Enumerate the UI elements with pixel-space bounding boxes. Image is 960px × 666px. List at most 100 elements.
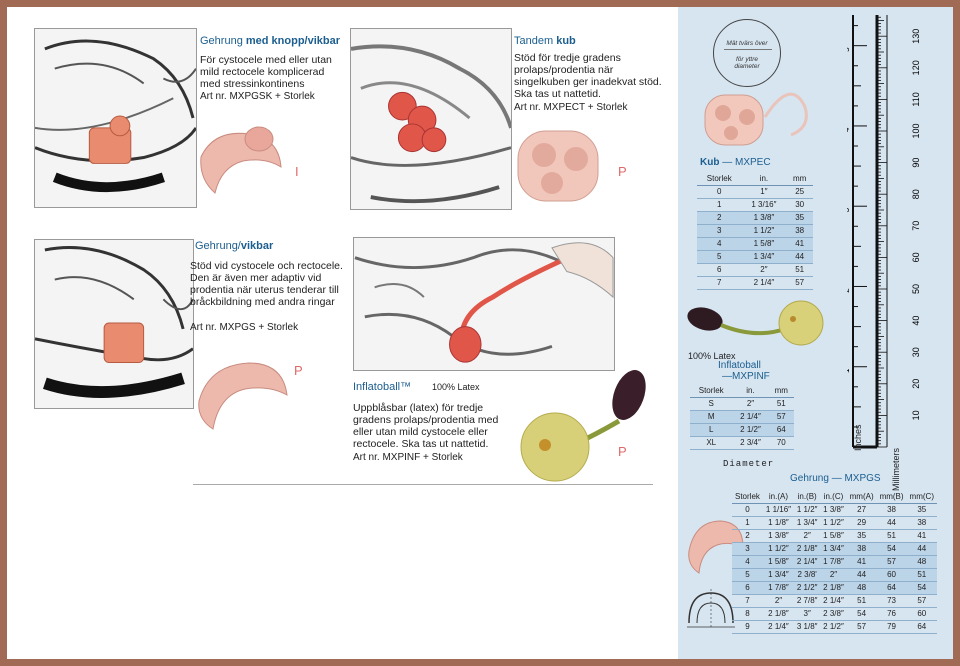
gehrung-vikbar-product-image — [195, 351, 291, 433]
table-cell: 1 3/4″ — [741, 250, 787, 264]
kub-table-title: Kub — MXPEC — [700, 157, 771, 168]
anatomy-illustration-tandem — [350, 28, 512, 210]
gehrung-knopp-article-number: Art nr. MXPGSK + Storlek — [200, 91, 315, 102]
column-header: Storlek — [732, 490, 763, 504]
gehrung-table-title: Gehrung — MXPGS — [790, 473, 881, 484]
mm-tick-label: 70 — [911, 221, 921, 231]
column-header: mm — [786, 172, 813, 186]
table-cell: L — [690, 423, 733, 437]
mm-tick-label: 60 — [911, 252, 921, 262]
table-cell: 1 — [697, 198, 742, 212]
table-cell: 2 1/2″ — [732, 423, 769, 437]
gehrung-small-product-image — [685, 515, 747, 577]
mm-tick-label: 10 — [911, 410, 921, 420]
gehrung-knopp-description: För cystocele med eller utan mild rectoc… — [200, 54, 332, 90]
table-cell: XL — [690, 436, 733, 450]
table-cell: 35 — [846, 529, 877, 543]
gehrung-vikbar-title: Gehrung/vikbar — [195, 240, 273, 252]
table-cell: 27 — [846, 503, 877, 517]
table-cell: 38 — [846, 542, 877, 556]
table-cell: 1 7/8″ — [762, 581, 794, 595]
diameter-label: Diameter — [723, 459, 775, 469]
table-cell: 1 5/8″ — [820, 529, 847, 543]
inflatoball-description: Uppblåsbar (latex) för tredje gradens pr… — [353, 402, 498, 450]
inch-tick-label: 2 — [847, 288, 851, 293]
desc-line: Stöd för tredje gradens — [514, 52, 621, 64]
table-cell: 2 3/8' — [794, 568, 821, 582]
table-cell: 57 — [786, 276, 813, 290]
table-cell: 1 1/2″ — [820, 516, 847, 530]
column-header: in.(B) — [794, 490, 821, 504]
table-cell: 54 — [846, 607, 877, 621]
table-cell: 41 — [846, 555, 877, 569]
table-cell: 1 5/8″ — [741, 237, 787, 251]
table-cell: 2″ — [794, 529, 821, 543]
infl-table-title-a: Inflatoball — [718, 360, 761, 371]
table-cell: 41 — [906, 529, 937, 543]
table-cell: 25 — [786, 185, 813, 199]
inflatoball-latex-note: 100% Latex — [432, 382, 480, 392]
table-cell: 44 — [906, 542, 937, 556]
mm-tick-label: 120 — [911, 60, 921, 75]
tandem-description: Stöd för tredje gradens prolaps/prodenti… — [514, 52, 662, 100]
table-cell: 8 — [732, 607, 763, 621]
infl-table-title-b: —MXPINF — [722, 371, 770, 382]
table-cell: 1 3/8″ — [762, 529, 794, 543]
table-cell: 51 — [906, 568, 937, 582]
gehrung-vikbar-article-number: Art nr. MXPGS + Storlek — [190, 322, 299, 333]
inflatoball-title: Inflatoball™ — [353, 381, 412, 393]
mm-tick-label: 90 — [911, 158, 921, 168]
table-cell: 6 — [697, 263, 742, 277]
measure-tip-top: Mät tvärs över — [726, 40, 768, 47]
table-cell: 1 3/8″ — [820, 503, 847, 517]
table-cell: 0 — [697, 185, 742, 199]
table-cell: 2 1/8″ — [794, 542, 821, 556]
inch-tick-label: 4 — [847, 127, 851, 132]
gehrung-vikbar-description: Stöd vid cystocele och rectocele. Den är… — [190, 260, 343, 308]
table-cell: 1 3/4″ — [794, 516, 821, 530]
table-cell: 54 — [906, 581, 937, 595]
table-cell: 64 — [768, 423, 794, 437]
table-cell: 57 — [846, 620, 877, 634]
table-cell: 2 3/8″ — [820, 607, 847, 621]
table-cell: 2 1/4″ — [732, 410, 769, 424]
mm-label: Millimeters — [891, 447, 901, 491]
column-header: in. — [732, 384, 769, 398]
table-cell: 51 — [846, 594, 877, 608]
column-header: mm(A) — [846, 490, 877, 504]
measuring-ruler: 10203040506070809010011012013012345 — [847, 15, 921, 449]
mm-tick-label: 30 — [911, 347, 921, 357]
table-cell: 70 — [768, 436, 794, 450]
column-header: mm(B) — [876, 490, 907, 504]
desc-line: Uppblåsbar (latex) för tredje — [353, 402, 484, 414]
table-cell: 4 — [732, 555, 763, 569]
kub-table-title-a: Kub — [700, 157, 720, 168]
catalog-page: Gehrung med knopp/vikbar För cystocele m… — [7, 7, 953, 659]
gehrung-knopp-title: Gehrung med knopp/vikbar — [200, 35, 340, 47]
desc-line: Ska tas ut nattetid. — [514, 88, 601, 100]
gehrung-knopp-product-image — [195, 117, 287, 197]
desc-line: bråckbildning med andra ringar — [190, 296, 335, 308]
table-cell: 38 — [786, 224, 813, 238]
table-cell: 35 — [906, 503, 937, 517]
desc-line: eller utan mild cystocele eller — [353, 426, 488, 438]
tandem-marker: P — [618, 164, 627, 179]
infl-table-latex: 100% Latex — [688, 351, 736, 361]
anatomy-illustration-gehrung-vikbar — [34, 239, 194, 409]
title-part-b: vikbar — [240, 240, 274, 252]
table-cell: 4 — [697, 237, 742, 251]
table-cell: 64 — [906, 620, 937, 634]
column-header: mm(C) — [906, 490, 937, 504]
